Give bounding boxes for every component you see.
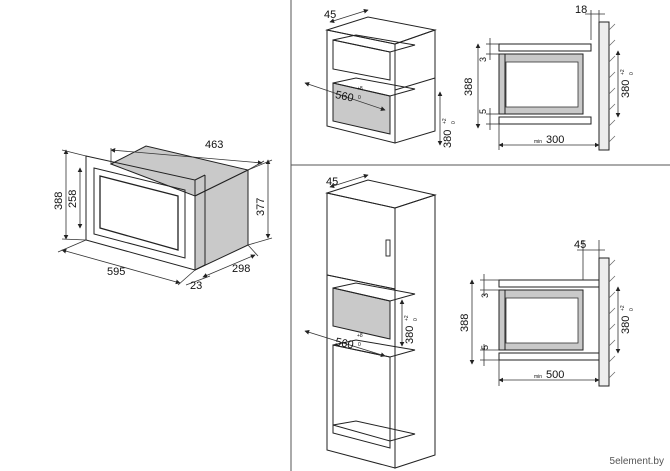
cab-bot-560: 560 bbox=[334, 336, 354, 352]
dim-298-line bbox=[202, 254, 256, 278]
sec-top-380: 380 bbox=[620, 80, 632, 98]
sec-bot-380: 380 bbox=[620, 316, 632, 334]
dim-595: 595 bbox=[107, 266, 125, 278]
cab-top-380-tol: +2 bbox=[442, 118, 448, 124]
wall-top bbox=[598, 21, 610, 151]
sec-bot-5: 5 bbox=[480, 345, 490, 350]
tall-cabinet-door bbox=[326, 192, 396, 290]
dim-23-line bbox=[185, 275, 211, 286]
sec-bot-388: 388 bbox=[459, 314, 471, 332]
dim-463: 463 bbox=[205, 139, 223, 151]
sec-top-3: 3 bbox=[478, 57, 488, 62]
sec-bot-min: min bbox=[534, 374, 542, 380]
cab-bot-45: 45 bbox=[326, 176, 338, 188]
sec-top-300: 300 bbox=[546, 134, 564, 146]
cab-top-560: 560 bbox=[334, 89, 354, 105]
shelf-bottom bbox=[498, 116, 592, 125]
sec-top-min: min bbox=[534, 139, 542, 145]
cab-top-380: 380 bbox=[442, 130, 454, 148]
tall-cabinet-niche bbox=[332, 287, 391, 340]
cab-bot-560-line bbox=[304, 329, 386, 358]
dim-595-line bbox=[61, 248, 181, 285]
section-view-bottom: 45 388 3 5 380 +2 0 min 500 bbox=[459, 239, 635, 387]
cab-bot-380-tol: +2 bbox=[404, 315, 410, 321]
cab-top-45-line bbox=[329, 8, 369, 24]
cab-top-380-tol2: 0 bbox=[451, 121, 457, 124]
wall-cabinet-view: 45 560 +8 0 380 +2 0 bbox=[304, 8, 457, 148]
cab-bot-560-tol2: 0 bbox=[358, 342, 361, 348]
cab-bot-380-tol2: 0 bbox=[413, 318, 419, 321]
dim-377: 377 bbox=[255, 198, 267, 216]
sec-bot-500: 500 bbox=[546, 369, 564, 381]
oven-view: 463 388 258 377 595 298 23 bbox=[53, 139, 273, 292]
dim-23: 23 bbox=[190, 280, 202, 292]
sec-top-380-tol2: 0 bbox=[629, 72, 635, 75]
dim-388: 388 bbox=[53, 192, 65, 210]
wall-bottom bbox=[598, 257, 610, 387]
sec-top-380-tol: +2 bbox=[620, 69, 626, 75]
dim-463-line bbox=[110, 147, 263, 166]
cab-top-45: 45 bbox=[324, 9, 336, 21]
cab-bot-45-line bbox=[329, 173, 369, 189]
cab-top-560-tol: +8 bbox=[357, 86, 363, 92]
oven-front-inner bbox=[93, 167, 186, 259]
cab-top-560-line bbox=[304, 82, 386, 111]
sec-bot-380-tol2: 0 bbox=[629, 308, 635, 311]
dim-258: 258 bbox=[67, 190, 79, 208]
cabinet-top-face bbox=[325, 16, 437, 45]
sec-bot-380-tol: +2 bbox=[620, 305, 626, 311]
sec-top-5: 5 bbox=[478, 109, 488, 114]
cabinet-side bbox=[394, 29, 436, 144]
sec-bot-3: 3 bbox=[480, 293, 490, 298]
shelf-top bbox=[498, 43, 592, 52]
cab-bot-560-tol: +8 bbox=[357, 333, 363, 339]
sec-top-18: 18 bbox=[575, 4, 587, 16]
door-handle bbox=[385, 239, 391, 257]
tall-cabinet-view: 45 560 +8 0 380 +2 0 bbox=[304, 173, 437, 469]
watermark: 5element.by bbox=[609, 456, 664, 467]
dim-298: 298 bbox=[232, 263, 250, 275]
cab-top-560-tol2: 0 bbox=[358, 95, 361, 101]
sec-top-388: 388 bbox=[463, 78, 475, 96]
cab-bot-380: 380 bbox=[404, 326, 416, 344]
section-view-top: 18 388 3 5 380 +2 0 min 300 bbox=[463, 4, 635, 151]
sec-bot-45: 45 bbox=[574, 239, 586, 251]
